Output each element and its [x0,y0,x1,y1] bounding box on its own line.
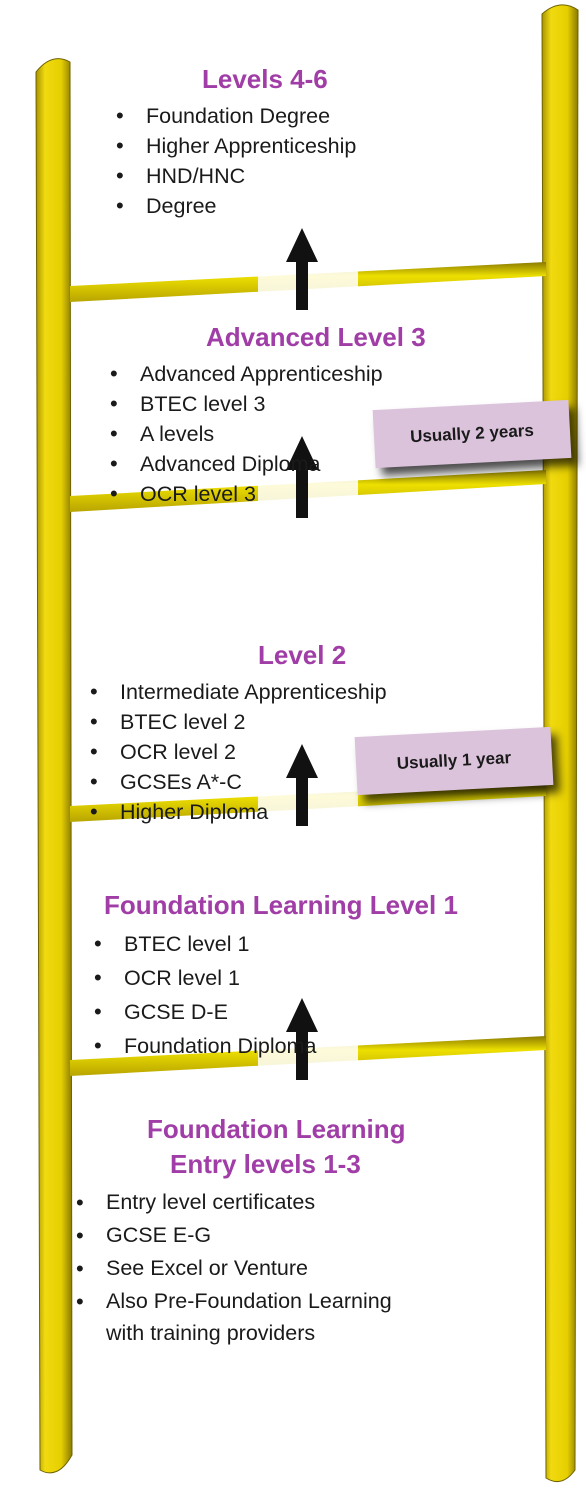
list-item: Also Pre-Foundation Learning [72,1285,406,1318]
list-item: BTEC level 3 [106,389,426,419]
section-heading: Advanced Level 3 [206,322,426,352]
list-item: BTEC level 1 [90,927,458,961]
section-levels-4-6: Levels 4-6 Foundation Degree Higher Appr… [112,64,356,221]
section-advanced-level-3: Advanced Level 3 Advanced Apprenticeship… [106,322,426,509]
duration-label-level2: Usually 1 year [354,726,554,796]
list-item: Advanced Diploma [106,449,426,479]
list-item: BTEC level 2 [86,707,387,737]
item-list: BTEC level 1 OCR level 1 GCSE D-E Founda… [90,927,458,1063]
list-item: OCR level 3 [106,479,426,509]
item-list: Advanced Apprenticeship BTEC level 3 A l… [106,359,426,509]
up-arrow-icon [286,228,318,310]
section-heading: Foundation Learning Level 1 [104,890,458,920]
item-list: Foundation Degree Higher Apprenticeship … [112,101,356,221]
list-item: OCR level 1 [90,961,458,995]
list-item: HND/HNC [112,161,356,191]
list-item: Advanced Apprenticeship [106,359,426,389]
section-heading-line2: Entry levels 1-3 [170,1149,361,1180]
list-item: See Excel or Venture [72,1252,406,1285]
list-item-continued: with training providers [106,1321,316,1346]
list-item: GCSEs A*-C [86,767,387,797]
list-item: Foundation Degree [112,101,356,131]
left-rail [35,58,73,1474]
list-item: GCSE E-G [72,1219,406,1252]
section-heading: Levels 4-6 [202,64,328,94]
list-item: Higher Apprenticeship [112,131,356,161]
section-level-2: Level 2 Intermediate Apprenticeship BTEC… [86,640,387,827]
item-list: Entry level certificates GCSE E-G See Ex… [72,1186,406,1348]
list-item: Intermediate Apprenticeship [86,677,387,707]
section-heading-line1: Foundation Learning [147,1114,406,1144]
list-item: Degree [112,191,356,221]
list-item: A levels [106,419,426,449]
list-item: Foundation Diploma [90,1029,458,1063]
section-foundation-entry: Foundation Learning Entry levels 1-3 Ent… [72,1114,406,1348]
item-list: Intermediate Apprenticeship BTEC level 2… [86,677,387,827]
right-rail [541,4,579,1483]
section-heading: Level 2 [258,640,347,670]
section-foundation-level-1: Foundation Learning Level 1 BTEC level 1… [94,890,458,1063]
list-item: Entry level certificates [72,1186,406,1219]
list-item: OCR level 2 [86,737,387,767]
list-item: Higher Diploma [86,797,387,827]
duration-label-advanced: Usually 2 years [372,399,572,469]
list-item: GCSE D-E [90,995,458,1029]
